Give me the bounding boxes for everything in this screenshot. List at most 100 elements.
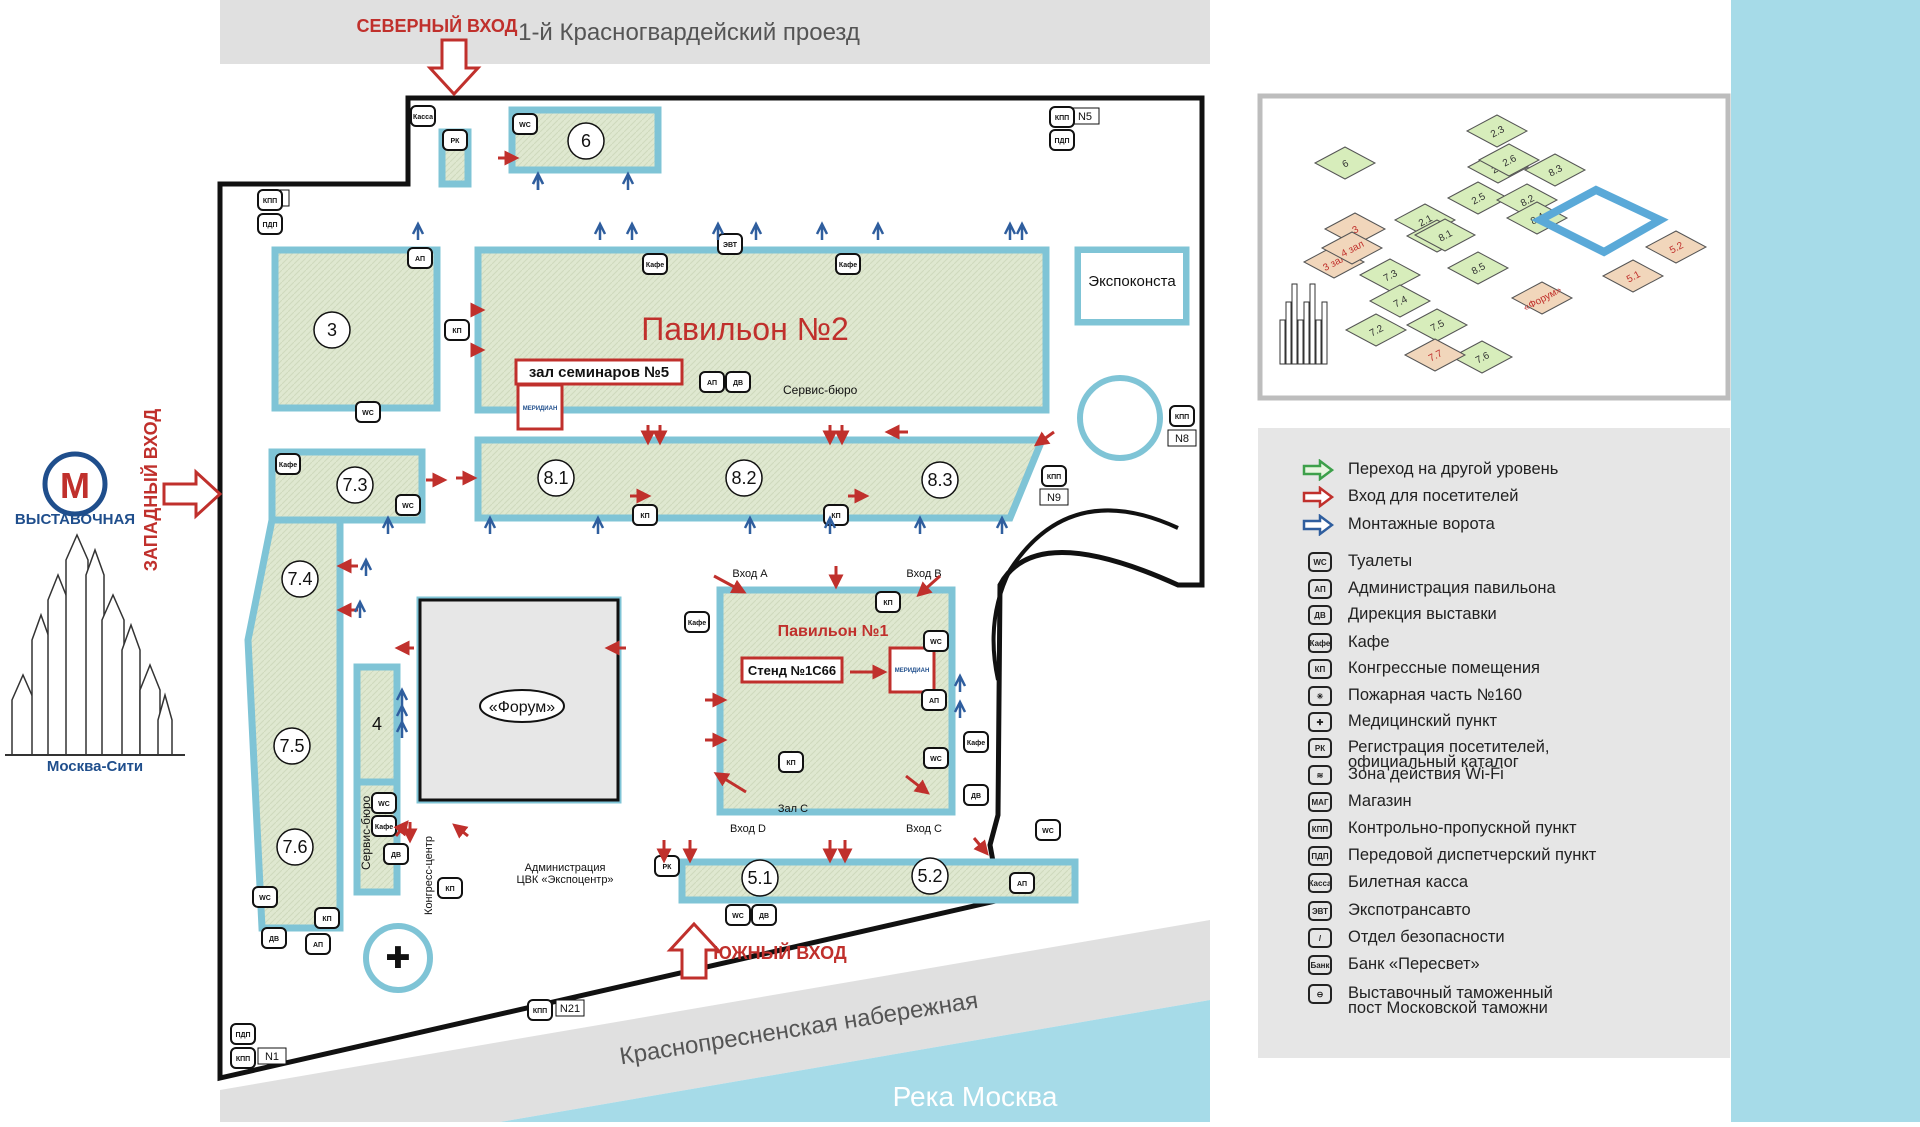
entry-arrow <box>1033 430 1055 447</box>
mount-gate-arrow <box>995 515 1009 534</box>
admin-icon[interactable]: АП <box>1009 872 1035 894</box>
inset-tower <box>1297 319 1304 365</box>
tower <box>121 622 141 756</box>
hall-7-3-number: 7.3 <box>342 475 367 495</box>
svg-text:ДВ: ДВ <box>733 380 743 387</box>
checkpoint-icon[interactable]: КПП <box>257 189 283 211</box>
inset-tower <box>1285 301 1292 365</box>
svg-text:WC: WC <box>930 639 942 646</box>
cafe-icon[interactable]: Кафе <box>642 253 668 275</box>
inset-tile: 7.7 <box>1403 338 1467 372</box>
south-entrance-arrow[interactable] <box>666 921 722 980</box>
congress-icon[interactable]: КП <box>314 907 340 929</box>
dispatch-icon[interactable]: ПДП <box>1049 129 1075 151</box>
svg-text:WC: WC <box>402 503 414 510</box>
cafe-icon[interactable]: Кафе <box>275 453 301 475</box>
cafe-icon[interactable]: Кафе <box>835 253 861 275</box>
congress-icon[interactable]: КП <box>778 751 804 773</box>
hall-7-6-marker: 7.6 <box>276 828 314 866</box>
congress-icon[interactable]: КП <box>632 504 658 526</box>
legend-label: Кафе <box>1348 633 1390 651</box>
legend-symbol-icon: ЭВТ <box>1308 901 1332 921</box>
checkpoint-icon[interactable]: КПП <box>1049 106 1075 128</box>
congress-icon[interactable]: КП <box>875 591 901 613</box>
cafe-icon[interactable]: Кафе <box>684 611 710 633</box>
north-entrance-arrow[interactable] <box>426 38 482 97</box>
wc-icon[interactable]: WC <box>923 630 949 652</box>
legend-symbol-icon: КП <box>1308 659 1332 679</box>
mount-gate-arrow <box>913 515 927 534</box>
tower <box>47 572 69 756</box>
legend-label: Монтажные ворота <box>1348 515 1495 533</box>
dispatch-icon[interactable]: ПДП <box>230 1023 256 1045</box>
cafe-icon[interactable]: Кафе <box>371 815 397 837</box>
expo-icon[interactable]: ЭВТ <box>717 233 743 255</box>
hall-7-5-marker: 7.5 <box>273 727 311 765</box>
direction-icon[interactable]: ДВ <box>383 843 409 865</box>
congress-icon[interactable]: КП <box>437 877 463 899</box>
hall-8-1-marker: 8.1 <box>537 459 575 497</box>
direction-icon[interactable]: ДВ <box>751 904 777 926</box>
hall-3-marker: 3 <box>313 311 351 349</box>
wc-icon[interactable]: WC <box>252 886 278 908</box>
cafe-icon[interactable]: Кафе <box>963 731 989 753</box>
admin-label-1: Администрация <box>525 862 606 874</box>
svg-text:КП: КП <box>640 513 649 520</box>
registration-icon[interactable]: РК <box>654 855 680 877</box>
entry-arrow <box>916 574 941 597</box>
wc-icon[interactable]: WC <box>355 401 381 423</box>
checkpoint-n8-label: N8 <box>1175 433 1189 445</box>
dispatch-icon[interactable]: ПДП <box>257 213 283 235</box>
admin-icon[interactable]: АП <box>407 247 433 269</box>
checkpoint-icon[interactable]: КПП <box>230 1047 256 1069</box>
admin-icon[interactable]: АП <box>305 933 331 955</box>
wc-icon[interactable]: WC <box>725 904 751 926</box>
hall-8-3-number: 8.3 <box>927 470 952 490</box>
legend-symbol-icon: Банк <box>1308 955 1332 975</box>
checkpoint-icon[interactable]: КПП <box>527 999 553 1021</box>
wc-icon[interactable]: WC <box>923 747 949 769</box>
west-entrance-arrow[interactable] <box>162 468 223 520</box>
arrow-blue-icon <box>1302 514 1334 536</box>
wc-icon[interactable]: WC <box>395 494 421 516</box>
mount-gate-arrow <box>823 515 837 534</box>
inset-tile: «Форум» <box>1510 281 1574 315</box>
svg-text:КП: КП <box>452 328 461 335</box>
legend-label: Отдел безопасности <box>1348 928 1505 946</box>
admin-icon[interactable]: АП <box>921 689 947 711</box>
wc-icon[interactable]: WC <box>371 792 397 814</box>
legend-label: Медицинский пункт <box>1348 712 1498 730</box>
gate-b-label: Вход B <box>906 568 941 580</box>
inset-tower <box>1279 319 1286 365</box>
direction-icon[interactable]: ДВ <box>725 371 751 393</box>
admin-icon[interactable]: АП <box>699 371 725 393</box>
pavilion-1 <box>716 586 956 816</box>
checkpoint-icon[interactable]: КПП <box>1169 405 1195 427</box>
direction-icon[interactable]: ДВ <box>261 927 287 949</box>
pavilion-1-title: Павильон №1 <box>778 623 889 640</box>
mount-gate-arrow <box>953 673 967 692</box>
registration-icon[interactable]: РК <box>442 129 468 151</box>
direction-icon[interactable]: ДВ <box>963 784 989 806</box>
inset-tile: 7.5 <box>1405 308 1469 342</box>
wc-icon[interactable]: WC <box>512 113 538 135</box>
mount-gate-arrow <box>411 221 425 240</box>
moscow-city-skyline <box>5 533 185 756</box>
ticket-icon[interactable]: Касса <box>410 105 436 127</box>
legend-item: Монтажные ворота <box>1302 514 1495 536</box>
checkpoint-n9-label: N9 <box>1047 492 1061 504</box>
wc-icon[interactable]: WC <box>1035 819 1061 841</box>
congress-icon[interactable]: КП <box>444 319 470 341</box>
seminar-box <box>514 358 684 386</box>
svg-text:WC: WC <box>519 122 531 129</box>
checkpoint-icon[interactable]: КПП <box>1041 465 1067 487</box>
